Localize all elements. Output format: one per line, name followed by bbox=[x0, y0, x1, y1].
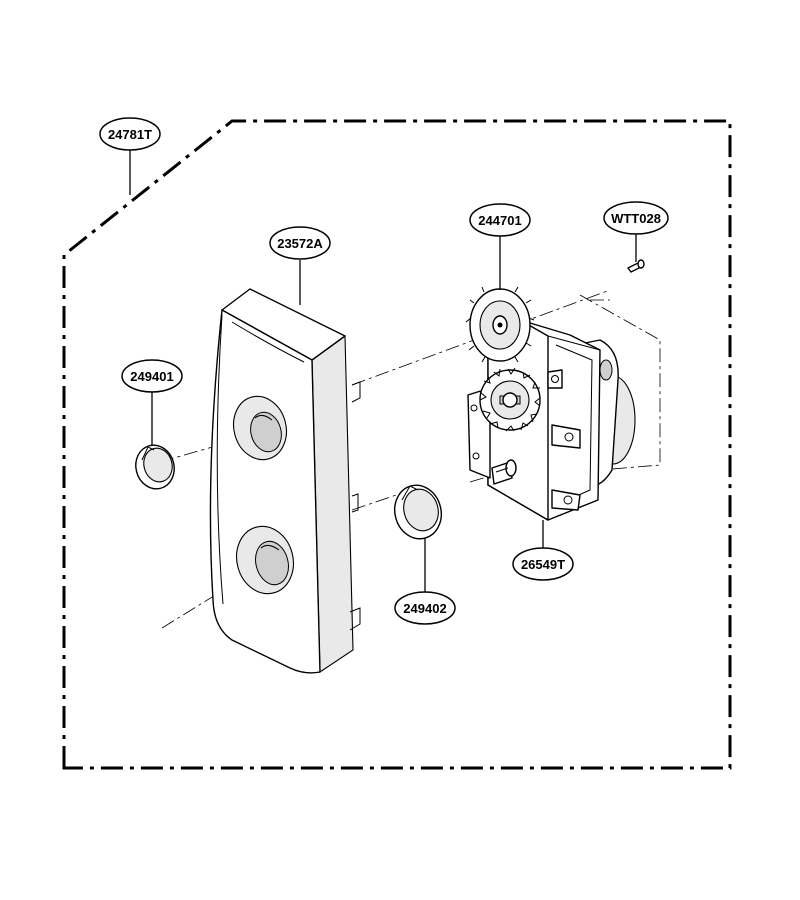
knob-lower-part bbox=[394, 484, 442, 540]
callout-26549T: 26549T bbox=[512, 547, 574, 581]
callout-249401: 249401 bbox=[121, 359, 183, 393]
assembly-boundary bbox=[62, 119, 732, 770]
callout-label-timer: 26549T bbox=[521, 557, 565, 572]
screw-part bbox=[627, 259, 645, 273]
cam-gear-part bbox=[465, 283, 535, 363]
callout-label-gear: 244701 bbox=[478, 213, 521, 228]
callout-label-knob-lower: 249402 bbox=[403, 601, 446, 616]
callout-244701: 244701 bbox=[469, 203, 531, 237]
callout-23572A: 23572A bbox=[269, 226, 331, 260]
leader-lines bbox=[129, 150, 637, 592]
timer-assembly-part bbox=[467, 319, 636, 521]
callout-24781T: 24781T bbox=[99, 117, 161, 151]
control-panel-part bbox=[209, 288, 361, 674]
callout-label-assembly: 24781T bbox=[108, 127, 152, 142]
callout-WTT028: WTT028 bbox=[603, 201, 669, 235]
callout-249402: 249402 bbox=[394, 591, 456, 625]
callout-label-panel: 23572A bbox=[277, 236, 323, 251]
knob-upper-part bbox=[135, 444, 175, 490]
callout-label-screw: WTT028 bbox=[611, 211, 661, 226]
callout-label-knob-upper: 249401 bbox=[130, 369, 173, 384]
